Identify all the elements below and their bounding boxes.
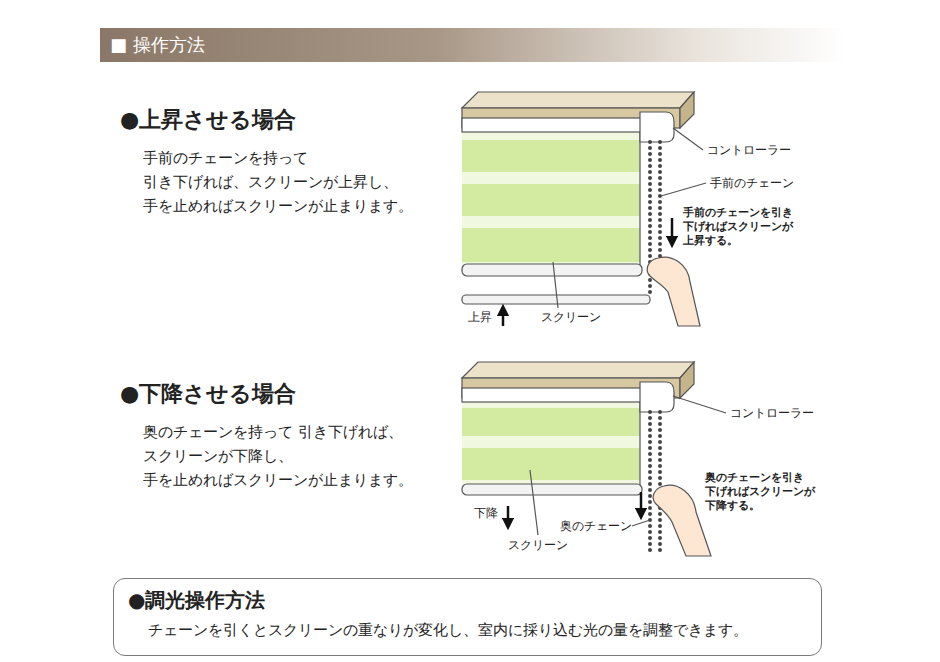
down-arrow [507, 506, 510, 524]
part-label: 奥のチェーン [560, 519, 632, 534]
blind-lower [462, 362, 726, 556]
section-heading: ●上昇させる場合 [120, 106, 296, 134]
direction-label: 上昇 [468, 310, 492, 325]
page-title: ■ 操作方法 [110, 33, 205, 57]
header-bar [100, 28, 845, 62]
box-heading: ●調光操作方法 [128, 587, 807, 614]
direction-label: 下降 [474, 506, 498, 521]
down-arrow [671, 218, 674, 242]
note-box: ●調光操作方法チェーンを引くとスクリーンの重なりが変化し、室内に採り込む光の量を… [113, 578, 822, 656]
blind-raise [462, 92, 706, 326]
callout-note: 手前のチェーンを引き 下げればスクリーンが 上昇する。 [683, 206, 795, 247]
section-heading: ●下降させる場合 [120, 380, 296, 408]
part-label: スクリーン [508, 538, 568, 553]
callout-note: 奥のチェーンを引き 下げればスクリーンが 下降する。 [705, 471, 817, 512]
part-label: 手前のチェーン [710, 176, 794, 191]
up-arrow [502, 310, 505, 326]
box-body: チェーンを引くとスクリーンの重なりが変化し、室内に採り込む光の量を調整できます。 [128, 620, 807, 640]
part-label: スクリーン [541, 310, 601, 325]
instruction-text: 手前のチェーンを持って 引き下げれば、スクリーンが上昇し、 手を止めればスクリー… [143, 146, 415, 218]
instruction-text: 奥のチェーンを持って 引き下げれば、スクリーンが下降し、 手を止めればスクリーン… [143, 420, 415, 492]
part-label: コントローラー [707, 143, 791, 158]
part-label: コントローラー [730, 406, 814, 421]
down-arrow [640, 492, 643, 514]
